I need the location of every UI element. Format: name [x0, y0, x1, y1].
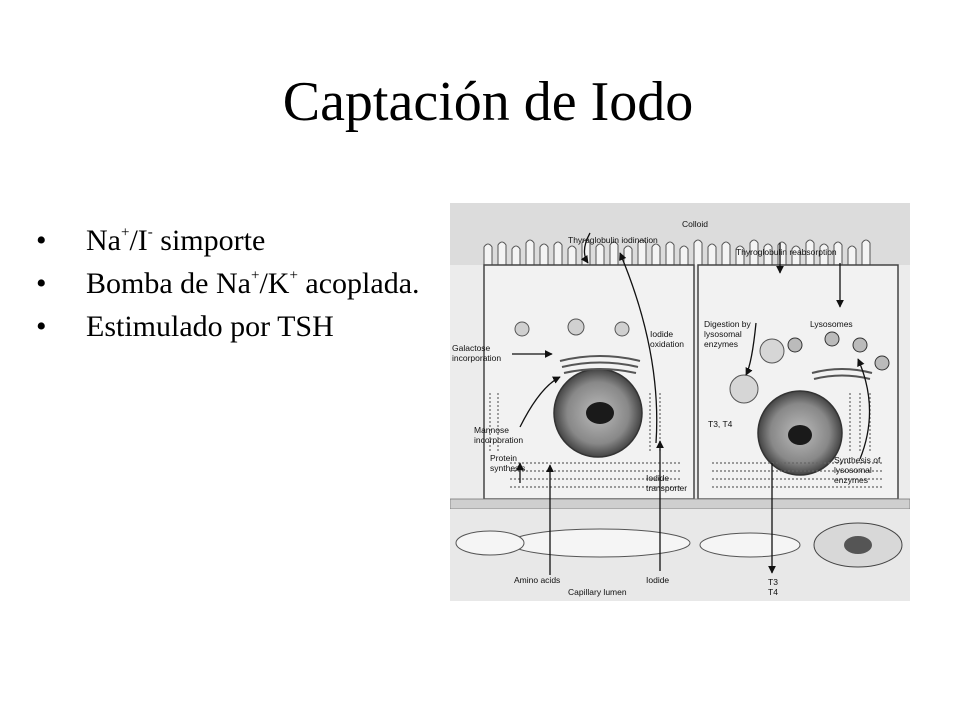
arrow-mannose — [519, 376, 561, 428]
bullet-item: • Na+/I- simporte — [36, 224, 456, 258]
label-thyroglobulin-reabsorption: Thyroglobulin reabsorption — [736, 247, 837, 257]
basement-membrane — [450, 498, 910, 510]
label-lysosomes: Lysosomes — [810, 319, 853, 329]
label-t4-out: T4 — [768, 587, 778, 597]
lysosome — [787, 337, 803, 353]
endothelial-cell — [699, 532, 801, 558]
label-iodide-oxidation: oxidation — [650, 339, 684, 349]
colloid-droplet — [759, 338, 785, 364]
bullet-item: • Estimulado por TSH — [36, 310, 456, 344]
endothelial-cell — [509, 528, 691, 558]
label-galactose: Galactose — [452, 343, 491, 353]
label-digestion: Digestion by — [704, 319, 752, 329]
arrow-iodination — [580, 232, 591, 264]
capillary-cell-nucleus — [844, 536, 872, 554]
nucleolus-left — [586, 402, 614, 424]
label-t3-out: T3 — [768, 577, 778, 587]
endothelial-cell — [455, 530, 525, 556]
label-amino-acids: Amino acids — [514, 575, 560, 585]
label-digestion: enzymes — [704, 339, 738, 349]
vesicle — [567, 318, 585, 336]
nucleolus-right — [788, 425, 812, 445]
label-colloid: Colloid — [682, 219, 708, 229]
vesicle — [614, 321, 630, 337]
bullet-dot: • — [36, 267, 47, 300]
bullet-dot: • — [36, 310, 47, 343]
vesicle — [514, 321, 530, 337]
label-mannose: incorporation — [474, 435, 523, 445]
label-synthesis-lysosomal: lysosomal — [834, 465, 872, 475]
rough-er — [489, 393, 882, 488]
label-digestion: lysosomal — [704, 329, 742, 339]
bullet-text: Na+/I- simporte — [86, 224, 266, 257]
bullet-text: Estimulado por TSH — [86, 310, 334, 343]
label-mannose: Mannose — [474, 425, 509, 435]
label-synthesis-lysosomal: Synthesis of — [834, 455, 881, 465]
label-thyroglobulin-iodination: Thyroglobulin iodination — [568, 235, 658, 245]
label-t3t4-inner: T3, T4 — [708, 419, 733, 429]
label-iodide-transporter: Iodide — [646, 473, 669, 483]
colloid-droplet — [729, 374, 759, 404]
arrow-digestion — [745, 322, 757, 376]
bullet-text: Bomba de Na+/K+ acoplada. — [86, 267, 420, 300]
label-capillary-lumen: Capillary lumen — [568, 587, 627, 597]
lysosome — [874, 355, 890, 371]
golgi-left — [559, 355, 641, 374]
label-galactose: incorporation — [452, 353, 501, 363]
label-iodide-oxidation: Iodide — [650, 329, 673, 339]
label-iodide-transporter: transporter — [646, 483, 687, 493]
slide-title: Captación de Iodo — [282, 71, 694, 133]
thyroid-follicle-diagram: Colloid Thyroglobulin iodination Thyrogl… — [450, 203, 910, 601]
lysosome — [852, 337, 868, 353]
lysosome — [824, 331, 840, 347]
arrow-iodide-oxidation — [619, 252, 658, 444]
bullet-list: • Na+/I- simporte • Bomba de Na+/K+ acop… — [36, 224, 456, 353]
arrow-synthesis — [857, 358, 871, 460]
label-iodide: Iodide — [646, 575, 669, 585]
label-synthesis-lysosomal: enzymes — [834, 475, 868, 485]
bullet-dot: • — [36, 224, 47, 257]
bullet-item: • Bomba de Na+/K+ acoplada. — [36, 267, 456, 301]
label-protein-synthesis: synthesis — [490, 463, 525, 473]
label-protein-synthesis: Protein — [490, 453, 517, 463]
